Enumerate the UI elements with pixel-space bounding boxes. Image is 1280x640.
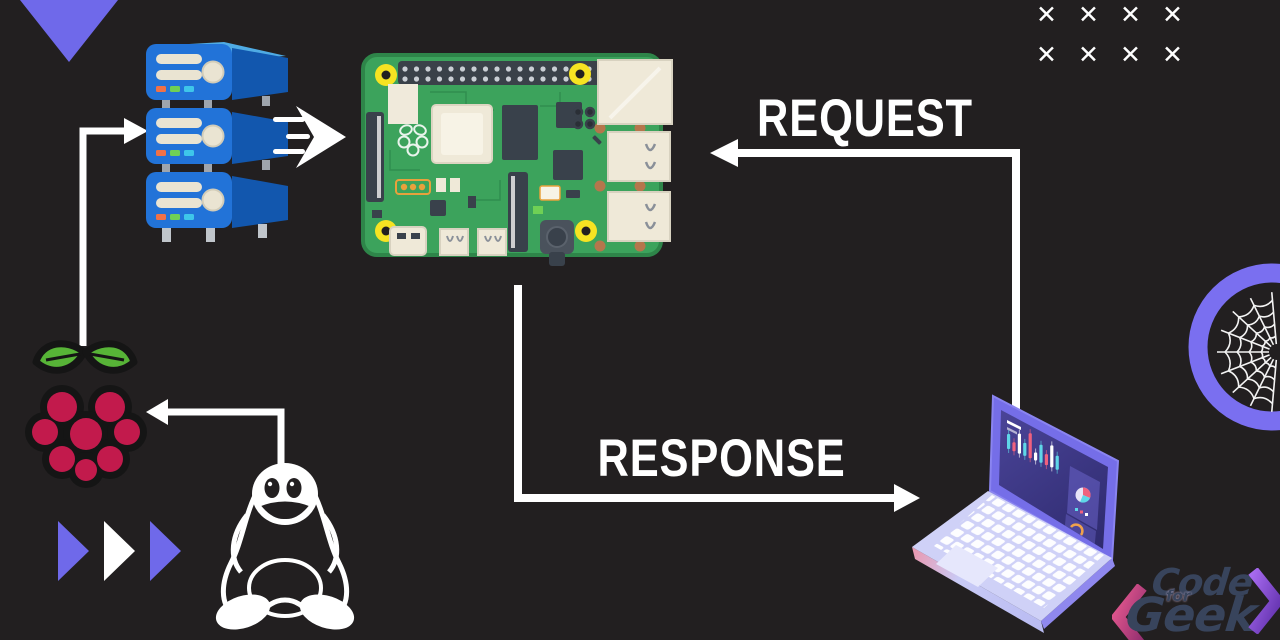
micro-hdmi-port bbox=[477, 228, 507, 256]
tux-beak bbox=[254, 497, 316, 524]
x-mark: ✕ bbox=[1162, 40, 1183, 69]
web-ring bbox=[1188, 263, 1280, 431]
server-unit bbox=[146, 44, 288, 110]
display-connector bbox=[508, 172, 528, 252]
spider-web-icon bbox=[1188, 263, 1280, 431]
usb-c-port bbox=[389, 226, 427, 256]
tux-eye bbox=[264, 478, 280, 498]
edge-tux-to-raspberry bbox=[146, 399, 285, 470]
tux-wing bbox=[230, 513, 249, 574]
silkscreen-raspberry bbox=[397, 124, 429, 157]
tux-foot bbox=[299, 594, 355, 630]
pcb-traces bbox=[389, 91, 561, 201]
arrowhead-left bbox=[146, 399, 168, 425]
laptop-screen-dashboard bbox=[1007, 420, 1100, 549]
request-label: REQUEST bbox=[757, 89, 973, 148]
wifi-module bbox=[388, 84, 418, 124]
x-mark: ✕ bbox=[1120, 40, 1141, 69]
poe-header bbox=[572, 106, 596, 130]
x-mark: ✕ bbox=[1036, 40, 1057, 69]
tux-wing bbox=[321, 513, 340, 574]
pin-strip bbox=[395, 179, 431, 195]
micro-hdmi-port bbox=[439, 228, 469, 256]
brand-word-for: for bbox=[1166, 587, 1191, 605]
corner-triangle bbox=[20, 0, 118, 62]
soc-chip bbox=[431, 104, 493, 164]
raspberry-leaves bbox=[32, 340, 138, 374]
arrowhead-right bbox=[894, 484, 920, 512]
server-stack-icon bbox=[146, 42, 288, 242]
edge-request-arrow bbox=[710, 139, 1020, 410]
tux-body bbox=[220, 485, 350, 623]
gpio-header bbox=[398, 61, 630, 85]
tux-foot bbox=[215, 594, 271, 630]
usb-port bbox=[594, 131, 671, 192]
usb-port bbox=[594, 191, 671, 252]
candlestick-chart bbox=[1007, 429, 1059, 474]
speed-arrow-icon bbox=[273, 106, 346, 168]
laptop-icon bbox=[912, 394, 1120, 633]
chip bbox=[553, 150, 583, 180]
x-mark: ✕ bbox=[1078, 40, 1099, 69]
laptop-side-edge bbox=[1041, 558, 1115, 629]
brand-right-bracket bbox=[1248, 568, 1280, 634]
camera-connector bbox=[366, 112, 384, 202]
chevron-triangles bbox=[58, 521, 181, 581]
server-unit bbox=[146, 172, 288, 242]
x-mark: ✕ bbox=[1078, 0, 1099, 29]
brand-logo: Code for Geek bbox=[1104, 556, 1280, 640]
tux-penguin-icon bbox=[215, 463, 355, 630]
response-label: RESPONSE bbox=[597, 429, 846, 488]
arrowhead-left bbox=[710, 139, 738, 167]
arrowhead-right bbox=[124, 118, 148, 144]
brand-word-geek: Geek bbox=[1123, 588, 1259, 640]
ethernet-port bbox=[594, 59, 673, 134]
brand-left-bracket bbox=[1112, 584, 1147, 640]
x-marks-pattern: ✕ ✕ ✕ ✕ ✕ ✕ ✕ ✕ bbox=[1036, 2, 1226, 94]
ram-chip bbox=[502, 105, 538, 160]
passive-components bbox=[372, 178, 580, 218]
raspberry-berry bbox=[25, 385, 147, 488]
web-threads bbox=[1217, 292, 1278, 412]
x-mark: ✕ bbox=[1036, 0, 1057, 29]
laptop-trackpad bbox=[936, 545, 998, 587]
server-unit bbox=[146, 108, 288, 174]
tux-eye bbox=[286, 478, 302, 498]
laptop-keyboard-keys bbox=[934, 495, 1104, 608]
edge-raspberry-to-servers bbox=[79, 118, 148, 346]
x-mark: ✕ bbox=[1162, 0, 1183, 29]
audio-jack bbox=[540, 220, 574, 266]
tux-belly bbox=[247, 558, 323, 618]
raspberry-logo-icon bbox=[25, 340, 147, 488]
raspberry-pi-board-icon bbox=[361, 53, 673, 266]
edge-response-arrow bbox=[514, 285, 920, 512]
x-mark: ✕ bbox=[1120, 0, 1141, 29]
